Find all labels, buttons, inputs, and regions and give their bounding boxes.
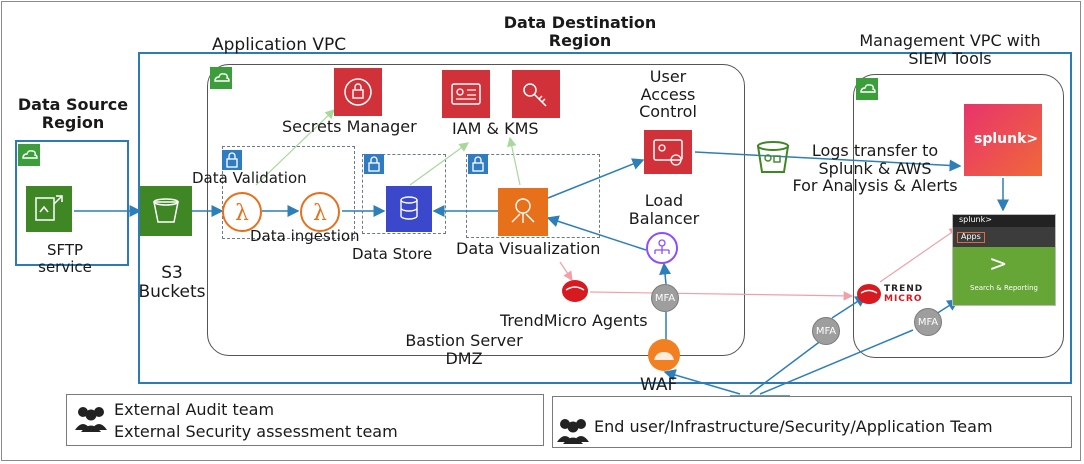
splunk-apps-button[interactable]: Apps — [957, 232, 985, 243]
data-source-region-title: Data Source Region — [17, 95, 129, 132]
data-source-region-box — [15, 140, 129, 266]
trendmicro-agents-label: TrendMicro Agents — [500, 311, 648, 330]
waf-label: WAF — [640, 375, 678, 395]
sftp-label: SFTP service — [38, 241, 92, 276]
data-validation-label: Data Validation — [192, 169, 307, 187]
cloud-icon — [856, 78, 878, 100]
data-destination-region-title: Data Destination Region — [503, 13, 657, 50]
splunk-panel-header: splunk> — [953, 215, 1055, 227]
data-store-icon — [386, 186, 432, 232]
splunk-logo: splunk> — [964, 104, 1042, 176]
splunk-arrow-icon: > — [989, 252, 1008, 277]
lambda-group-box — [222, 146, 355, 239]
s3-label: S3 Buckets — [138, 263, 206, 302]
splunk-search-label: Search & Reporting — [970, 284, 1038, 292]
logs-bucket-icon — [752, 138, 794, 176]
logs-transfer-label: Logs transfer to Splunk & AWS For Analys… — [792, 141, 958, 196]
data-destination-region-box — [138, 52, 1072, 384]
secrets-manager-icon — [334, 68, 382, 116]
trendmicro-agent-icon — [560, 278, 590, 304]
people-icon — [554, 414, 592, 444]
management-vpc-box — [853, 74, 1064, 358]
splunk-search-tile[interactable]: > Search & Reporting — [953, 247, 1055, 305]
trend-micro-text-2: MICRO — [884, 294, 923, 304]
lock-icon — [468, 154, 488, 174]
external-team-box — [66, 394, 544, 446]
load-balancer-label: Load Balancer — [628, 191, 700, 228]
external-audit-label: External Audit team — [114, 400, 275, 419]
secrets-manager-label: Secrets Manager — [282, 117, 417, 136]
waf-icon — [646, 338, 682, 372]
splunk-logo-text: splunk> — [974, 131, 1039, 147]
lock-icon — [364, 154, 384, 174]
end-user-team-label: End user/Infrastructure/Security/Applica… — [594, 417, 993, 436]
s3-bucket-icon — [140, 186, 192, 236]
application-vpc-title: Application VPC — [212, 35, 347, 55]
user-access-control-label: User Access Control — [639, 67, 697, 122]
application-vpc-box — [207, 64, 745, 356]
bastion-dmz-label: Bastion Server DMZ — [405, 331, 523, 368]
data-store-label: Data Store — [352, 245, 433, 263]
management-vpc-title: Management VPC with SIEM Tools — [859, 31, 1041, 68]
sftp-icon — [26, 186, 72, 232]
people-icon — [72, 402, 110, 432]
cloud-icon — [210, 67, 232, 89]
trend-micro-logo-icon — [856, 282, 882, 306]
external-security-label: External Security assessment team — [114, 422, 398, 441]
iam-kms-label: IAM & KMS — [452, 119, 539, 138]
user-access-control-icon — [644, 130, 692, 174]
lambda-validation-icon: λ — [222, 192, 262, 232]
data-visualization-icon — [498, 188, 548, 236]
lambda-ingestion-icon: λ — [300, 192, 340, 232]
data-ingestion-label: Data ingestion — [250, 227, 360, 245]
datastore-group-box — [362, 154, 446, 234]
kms-icon — [512, 70, 560, 118]
iam-icon — [442, 70, 490, 118]
svg-text:λ: λ — [235, 201, 249, 226]
svg-text:λ: λ — [313, 201, 327, 226]
cloud-icon — [18, 144, 40, 166]
end-user-team-box — [552, 396, 1072, 448]
mfa-trend: MFA — [812, 317, 840, 345]
lock-icon — [222, 150, 242, 170]
splunk-apps-bar: Apps — [953, 227, 1055, 247]
load-balancer-icon — [646, 232, 678, 264]
trend-micro-text-1: TREND — [884, 284, 924, 294]
mfa-splunk: MFA — [914, 308, 942, 336]
splunk-header-text: splunk> — [959, 215, 992, 224]
data-visualization-label: Data Visualization — [456, 239, 601, 258]
visualization-group-box — [466, 154, 600, 238]
splunk-panel: splunk> Apps > Search & Reporting — [952, 214, 1056, 306]
mfa-lb: MFA — [651, 284, 679, 312]
